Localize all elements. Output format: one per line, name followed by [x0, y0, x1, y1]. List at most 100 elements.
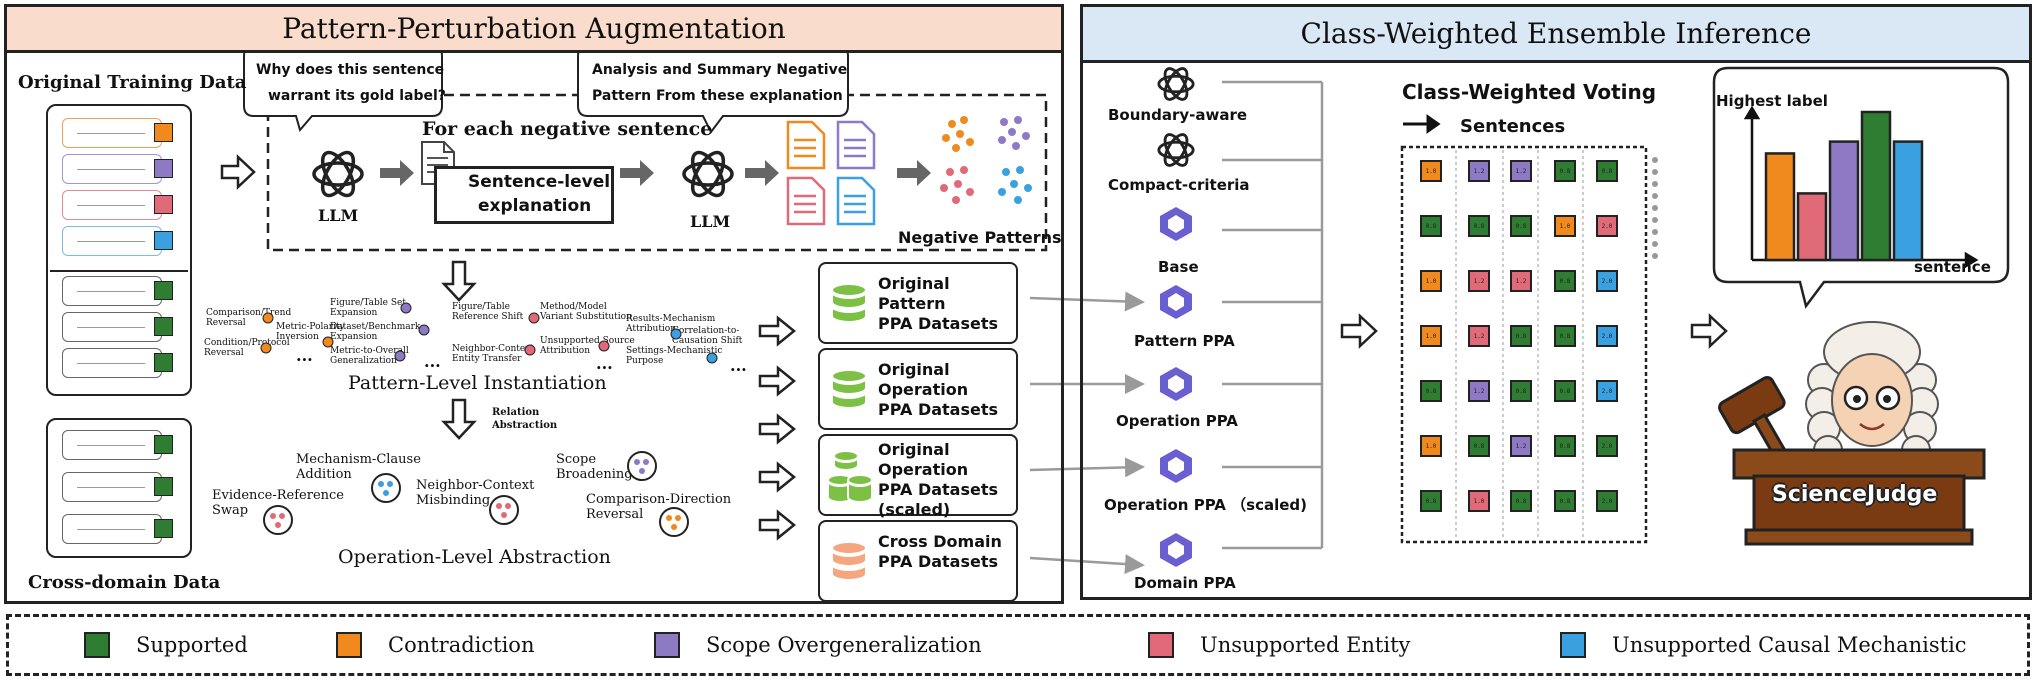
voting-title: Class-Weighted Voting: [1402, 80, 1657, 104]
ellipsis: ...: [596, 354, 613, 373]
arrow-to-ds1: [758, 315, 796, 347]
arrow-down-1: [441, 260, 477, 302]
bubble-2-line-2: Pattern From these explanation: [592, 88, 843, 104]
vote-cell: 0.8: [1554, 270, 1576, 292]
original-training-data-label: Original Training Data: [18, 72, 247, 93]
label-square-contradiction: [154, 123, 173, 142]
arrow-to-ds2: [758, 365, 796, 397]
original-training-data-box: [46, 104, 192, 396]
llm-icon: [1157, 67, 1195, 101]
arrow-down-2: [441, 398, 477, 440]
pattern-term: Correlation-to-Causation Shift: [672, 326, 743, 346]
operation-level-abstraction-label: Operation-Level Abstraction: [338, 546, 611, 568]
legend-item-contradiction: Contradiction: [336, 632, 534, 658]
llm-icon: [1157, 133, 1195, 167]
legend-box: [6, 614, 2030, 676]
ellipsis: ...: [296, 346, 313, 365]
sentence-explanation-line-1: Sentence-level: [468, 172, 611, 192]
operation-cluster-icons: [263, 451, 689, 537]
vote-cell: 0.8: [1554, 490, 1576, 512]
vote-cell: 0.8: [1420, 380, 1442, 402]
model-pattern-ppa: Pattern PPA: [1134, 332, 1235, 350]
bar-layer: [1764, 110, 1924, 262]
vote-cell: 1.2: [1510, 160, 1532, 182]
bubble-1-line-2: warrant its gold label?: [268, 88, 446, 104]
vote-cell: 0.8: [1554, 325, 1576, 347]
bubble-2-line-1: Analysis and Summary Negative: [592, 62, 848, 78]
model-boundary-aware: Boundary-aware: [1108, 106, 1248, 124]
model-domain-ppa: Domain PPA: [1134, 574, 1236, 592]
vote-cell: 2.0: [1596, 380, 1618, 402]
chart-bar: [1828, 140, 1860, 262]
model-operation-ppa: Operation PPA: [1116, 412, 1238, 430]
vote-cell: 0.8: [1510, 215, 1532, 237]
vote-cell: 1.0: [1420, 325, 1442, 347]
arrow-models-to-vote: [1340, 313, 1378, 349]
pattern-level-instantiation-label: Pattern-Level Instantiation: [348, 372, 607, 394]
arrow-to-ds5: [758, 509, 796, 541]
vote-cell: 1.0: [1554, 215, 1576, 237]
vote-cell: 0.8: [1510, 325, 1532, 347]
arrow-files-to-patterns: [897, 160, 931, 186]
vote-cell: 1.2: [1468, 325, 1490, 347]
arrow-llm-to-doc: [380, 160, 414, 186]
vote-cell: 0.8: [1468, 215, 1490, 237]
chart-bar: [1796, 192, 1828, 262]
sentence-explanation-line-2: explanation: [478, 196, 592, 216]
right-panel-title: Class-Weighted Ensemble Inference: [1300, 17, 1812, 50]
legend-item-causal: Unsupported Causal Mechanistic: [1560, 632, 1967, 658]
more-dots: [1652, 157, 1658, 259]
label-square-supported: [154, 353, 173, 372]
vote-cell: 1.0: [1468, 490, 1490, 512]
arrow-llm-to-files: [745, 160, 779, 186]
llm-label: LLM: [318, 206, 359, 225]
ellipsis: ...: [730, 356, 747, 375]
model-base: Base: [1158, 258, 1199, 276]
arrow-to-ds4: [758, 461, 796, 493]
legend-swatch: [654, 632, 680, 658]
right-panel: Class-Weighted Ensemble Inference: [1080, 4, 2032, 600]
vote-cell: 1.0: [1420, 435, 1442, 457]
file-icon-orange: [786, 120, 826, 170]
legend-swatch: [1560, 632, 1586, 658]
left-panel-banner: Pattern-Perturbation Augmentation: [7, 7, 1061, 53]
legend-swatch: [84, 632, 110, 658]
judge-icon: [1718, 321, 1986, 546]
negative-patterns-label: Negative Patterns: [898, 228, 1062, 247]
vote-cell: 1.2: [1468, 160, 1490, 182]
vote-cell: 0.8: [1468, 435, 1490, 457]
vote-cell: 2.0: [1596, 435, 1618, 457]
vote-cell: 0.8: [1554, 435, 1576, 457]
vote-cell: 2.0: [1596, 215, 1618, 237]
negative-patterns-cluster-icon: [940, 116, 1032, 204]
arrow-exp-to-llm: [620, 160, 654, 186]
vote-cell: 1.0: [1420, 160, 1442, 182]
vote-cell: 1.2: [1468, 270, 1490, 292]
label-square-entity: [154, 195, 173, 214]
left-panel-title: Pattern-Perturbation Augmentation: [282, 12, 786, 45]
vote-cell: 0.8: [1510, 490, 1532, 512]
database-stack-icon: [827, 450, 873, 503]
original-data-divider: [50, 270, 188, 272]
left-panel: Pattern-Perturbation Augmentation: [4, 4, 1064, 604]
chart-bar: [1860, 110, 1892, 262]
vote-cell: 2.0: [1596, 270, 1618, 292]
model-compact-criteria: Compact-criteria: [1108, 176, 1250, 194]
label-square-supported: [154, 317, 173, 336]
label-square-supported: [154, 477, 173, 496]
